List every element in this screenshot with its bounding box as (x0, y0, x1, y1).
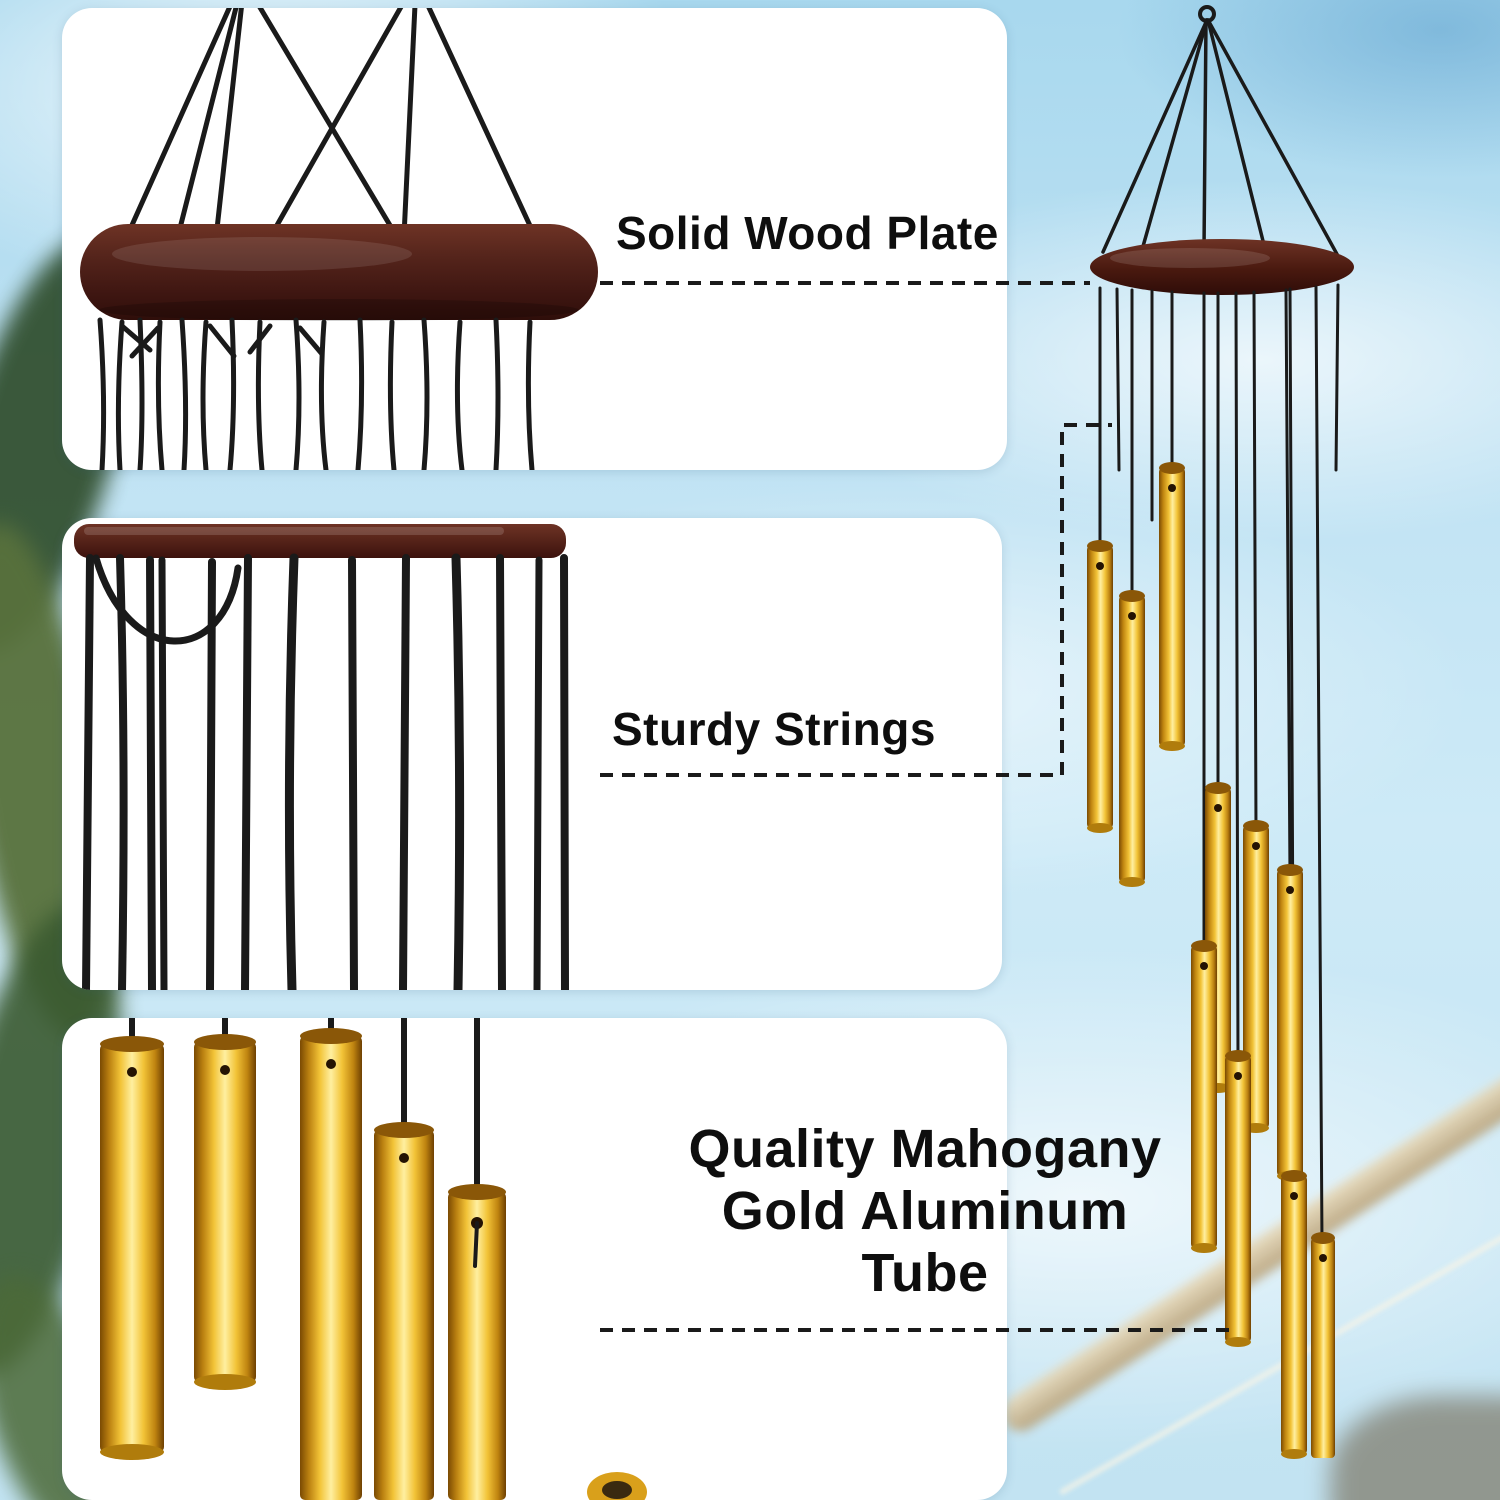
wood-plate-closeup (80, 8, 598, 470)
wood-plate (80, 224, 598, 320)
callout-solid-wood-plate: Solid Wood Plate (616, 206, 999, 260)
detail-panel-wood-plate (62, 8, 1007, 470)
callout-text-line: Gold Aluminum (721, 1181, 1129, 1242)
callout-text: Sturdy Strings (612, 703, 936, 755)
wood-shadow (99, 299, 579, 321)
detail-panel-tubes (62, 1018, 1007, 1500)
string-knots (119, 323, 325, 359)
wood-highlight (84, 527, 504, 535)
callout-sturdy-strings: Sturdy Strings (612, 702, 936, 756)
hanger-strings (125, 8, 535, 241)
wood-highlight (112, 237, 412, 271)
hanging-strings (82, 553, 569, 990)
callout-text: Solid Wood Plate (616, 207, 999, 259)
wood-plate-edge (74, 524, 566, 558)
hanging-strings (97, 317, 535, 470)
tube-ring-hole (602, 1481, 632, 1499)
gold-tubes (100, 1028, 506, 1500)
callout-text-line: Quality Mahogany (688, 1119, 1162, 1179)
callout-quality-tube: Quality Mahogany Gold Aluminum Tube (545, 1118, 1305, 1304)
strings-closeup (74, 524, 569, 990)
tubes-closeup (100, 1018, 647, 1500)
callout-text-line: Tube (861, 1243, 989, 1304)
